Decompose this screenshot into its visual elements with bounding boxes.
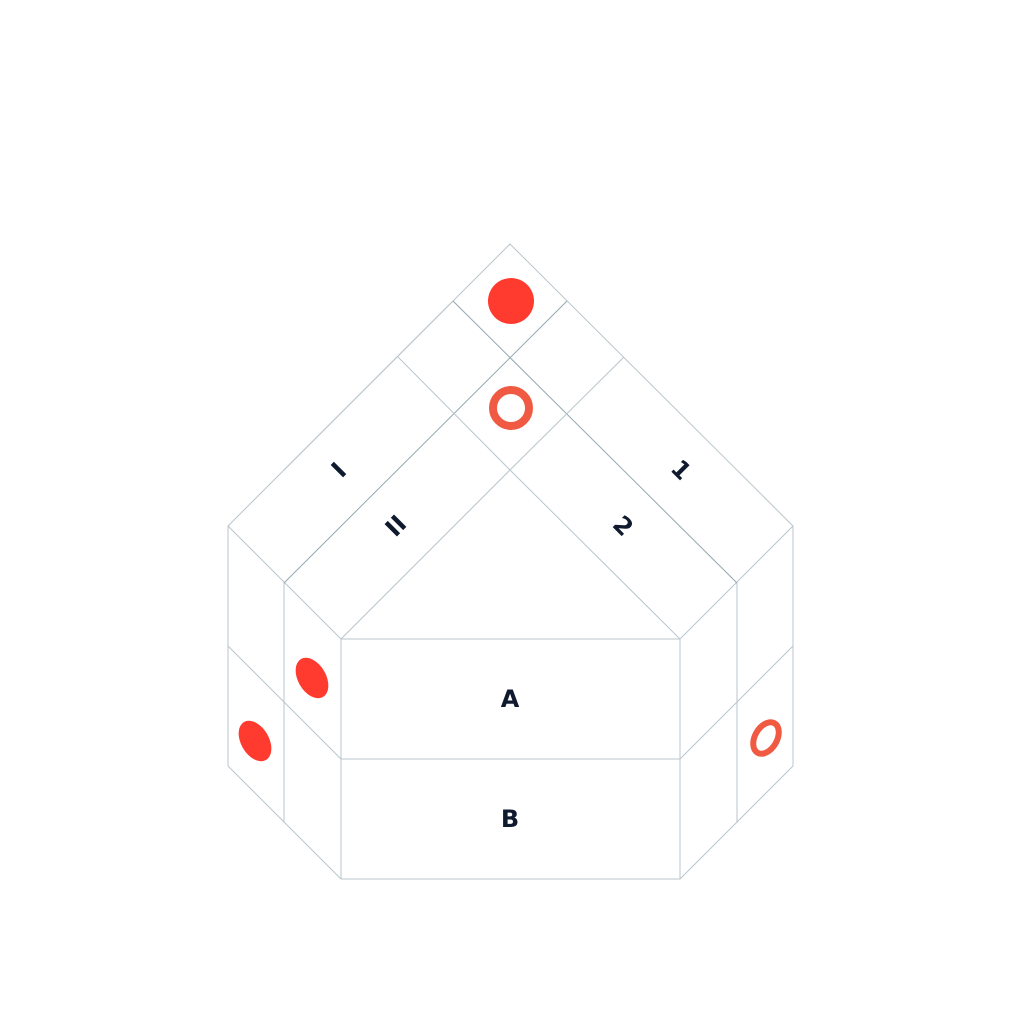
roof-center-ring-icon xyxy=(489,386,533,430)
front-cell-a-label: A xyxy=(501,685,520,713)
roof-top-dot-icon xyxy=(488,278,534,324)
right-outer-ring-icon xyxy=(750,719,782,757)
front-cell-b-label: B xyxy=(501,805,519,833)
grid-lines xyxy=(227,243,794,880)
left-outer-dot-icon xyxy=(238,720,272,762)
left-inner-dot-icon xyxy=(295,657,329,699)
